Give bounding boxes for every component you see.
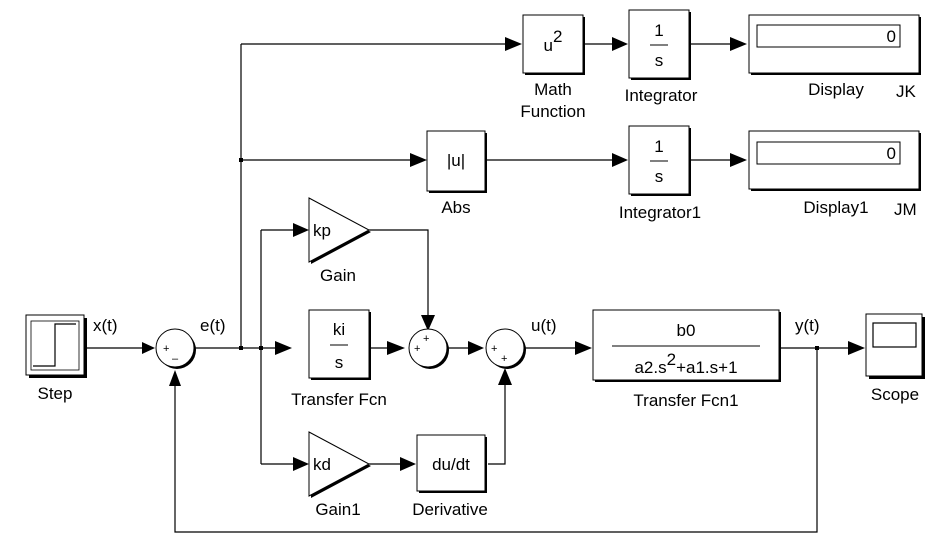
derivative-value: du/dt — [432, 455, 470, 474]
arrowhead — [400, 457, 416, 471]
display-value-box — [756, 24, 901, 48]
step-block[interactable]: Step — [25, 314, 87, 403]
gain1-value: kd — [313, 455, 331, 474]
branch-point — [239, 158, 243, 162]
math-function-label-1: Math — [534, 80, 572, 99]
line-feedback[interactable] — [174, 348, 818, 533]
integrator-block[interactable]: 1 s Integrator — [625, 9, 698, 105]
transfer-fcn-block[interactable]: ki s Transfer Fcn — [291, 309, 387, 409]
integrator-numerator: 1 — [654, 21, 663, 40]
arrowhead — [612, 37, 628, 51]
derivative-block[interactable]: du/dt Derivative — [412, 434, 488, 519]
signal-labels: x(t) e(t) u(t) y(t) — [93, 316, 820, 335]
arrowhead — [169, 370, 181, 386]
math-function-expr: u2 — [544, 27, 563, 55]
transfer-fcn-label: Transfer Fcn — [291, 390, 387, 409]
transfer-fcn1-label: Transfer Fcn1 — [633, 391, 738, 410]
arrowhead — [293, 457, 309, 471]
math-function-block[interactable]: u2 Math Function — [520, 14, 586, 121]
signal-label-u: u(t) — [531, 316, 557, 335]
sum1-block[interactable]: + – — [155, 328, 196, 369]
signal-label-y: y(t) — [795, 316, 820, 335]
arrowhead — [421, 315, 435, 331]
gain-value: kp — [313, 221, 331, 240]
sum1-sign-minus: – — [172, 353, 179, 365]
arrowhead — [142, 342, 155, 354]
display1-block[interactable]: 0 Display1 JM — [748, 130, 921, 219]
display1-label: Display1 — [803, 198, 868, 217]
sum3-sign-bottom: + — [501, 353, 507, 365]
line-derivative-to-sum3[interactable] — [488, 385, 506, 465]
arrowhead — [498, 368, 512, 385]
math-function-label-2: Function — [520, 102, 585, 121]
display-block[interactable]: 0 Display JK — [748, 14, 921, 101]
display-tag: JK — [896, 82, 917, 101]
sum2-sign-left: + — [414, 343, 420, 355]
integrator-label: Integrator — [625, 86, 698, 105]
integrator1-denominator: s — [655, 167, 664, 186]
transfer-fcn1-block[interactable]: b0 a2.s2+a1.s+1 Transfer Fcn1 — [592, 309, 781, 410]
display-value: 0 — [887, 27, 896, 46]
transfer-fcn-numerator: ki — [333, 320, 345, 339]
arrowhead — [848, 341, 865, 355]
step-icon — [33, 323, 76, 367]
branch-points — [239, 158, 819, 350]
gain-label: Gain — [320, 266, 356, 285]
display-label: Display — [808, 80, 864, 99]
gain-block[interactable]: kp Gain — [308, 197, 371, 285]
transfer-fcn1-numerator: b0 — [677, 321, 696, 340]
arrowhead — [612, 153, 628, 167]
display1-value: 0 — [887, 144, 896, 163]
scope-block[interactable]: Scope — [865, 313, 925, 404]
arrowheads — [142, 37, 865, 471]
arrowhead — [410, 153, 427, 167]
line-gain-to-sum2[interactable] — [369, 229, 429, 315]
branch-point — [259, 346, 263, 350]
arrowhead — [730, 153, 747, 167]
arrowhead — [730, 37, 747, 51]
derivative-label: Derivative — [412, 500, 488, 519]
integrator1-block[interactable]: 1 s Integrator1 — [619, 125, 701, 222]
integrator1-label: Integrator1 — [619, 203, 701, 222]
integrator1-numerator: 1 — [654, 137, 663, 156]
step-label: Step — [38, 384, 73, 403]
abs-block[interactable]: |u| Abs — [426, 130, 487, 217]
scope-label: Scope — [871, 385, 919, 404]
transfer-fcn-denominator: s — [335, 353, 344, 372]
arrowhead — [387, 341, 405, 355]
integrator-denominator: s — [655, 51, 664, 70]
arrowhead — [505, 37, 522, 51]
display1-value-box — [756, 141, 901, 165]
transfer-fcn1-denominator: a2.s2+a1.s+1 — [634, 350, 737, 377]
abs-value: |u| — [447, 151, 465, 170]
arrowhead — [275, 341, 292, 355]
gain1-label: Gain1 — [315, 500, 360, 519]
sum3-sign-left: + — [491, 343, 497, 355]
branch-point — [815, 346, 819, 350]
gain1-block[interactable]: kd Gain1 — [308, 431, 371, 519]
signal-label-e: e(t) — [200, 316, 226, 335]
arrowhead — [468, 341, 484, 355]
arrowhead — [575, 341, 592, 355]
arrowhead — [293, 223, 309, 237]
display1-tag: JM — [894, 200, 917, 219]
abs-label: Abs — [441, 198, 470, 217]
signal-label-x: x(t) — [93, 316, 118, 335]
sum3-block[interactable]: + + — [485, 328, 526, 369]
sum2-sign-top: + — [423, 333, 429, 345]
sum2-block[interactable]: + + — [408, 328, 449, 369]
scope-screen-icon — [872, 322, 917, 348]
branch-point — [239, 346, 243, 350]
sum1-sign-plus: + — [163, 343, 169, 355]
